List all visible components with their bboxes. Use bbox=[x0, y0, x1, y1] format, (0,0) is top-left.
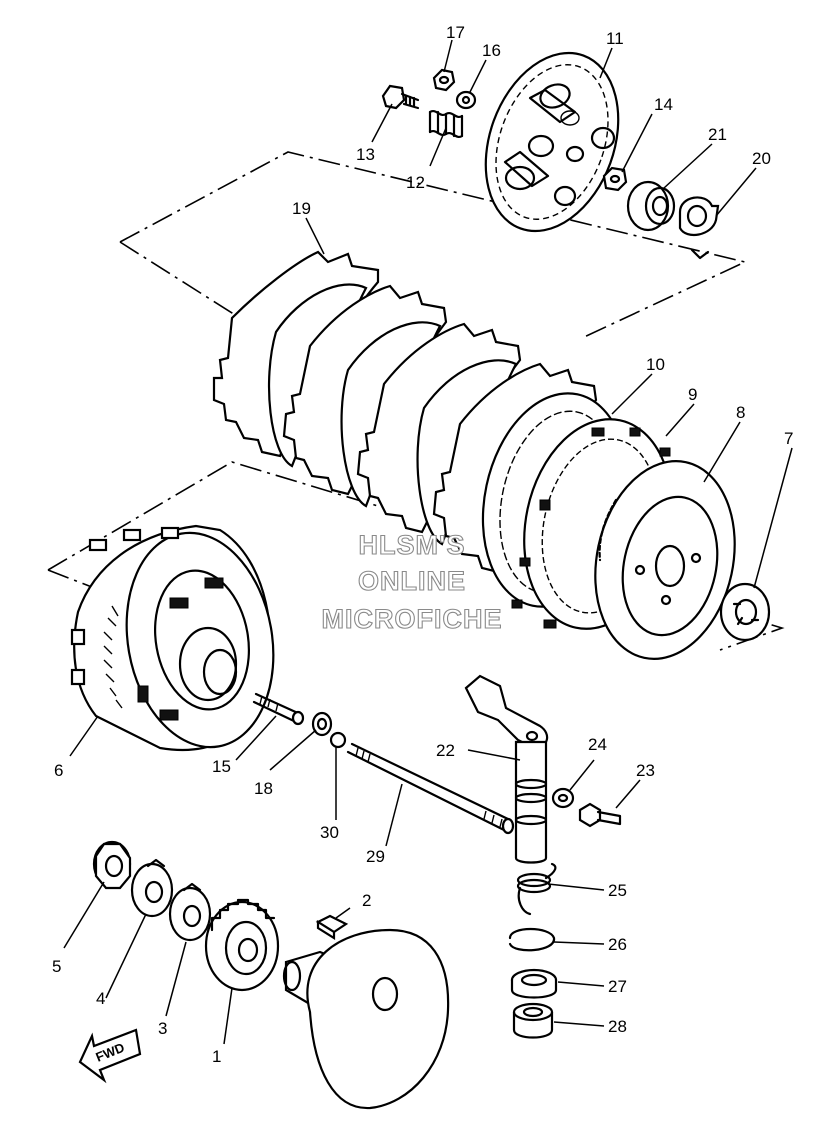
callout-4: 4 bbox=[96, 989, 105, 1008]
pressure-plate bbox=[484, 51, 620, 233]
callout-3: 3 bbox=[158, 1019, 167, 1038]
callout-25: 25 bbox=[608, 881, 627, 900]
oil-seal-27 bbox=[510, 968, 558, 999]
bolt-13 bbox=[381, 84, 420, 110]
callout-29: 29 bbox=[366, 847, 385, 866]
oil-seal-18 bbox=[311, 711, 333, 737]
push-lever-shaft-22 bbox=[464, 674, 549, 864]
watermark-line-1: HLSM'S bbox=[359, 530, 466, 560]
lock-washer-7 bbox=[719, 582, 771, 642]
washer-24 bbox=[551, 787, 575, 809]
callout-5: 5 bbox=[52, 957, 61, 976]
callout-18: 18 bbox=[254, 779, 273, 798]
watermark-line-2: ONLINE bbox=[358, 566, 466, 596]
nut-14 bbox=[602, 166, 628, 192]
callout-6: 6 bbox=[54, 761, 63, 780]
callout-11: 11 bbox=[606, 29, 624, 48]
callout-21: 21 bbox=[708, 125, 727, 144]
callout-7: 7 bbox=[784, 429, 793, 448]
callout-14: 14 bbox=[654, 95, 673, 114]
watermark: HLSM'S ONLINE MICROFICHE bbox=[321, 529, 503, 634]
callout-28: 28 bbox=[608, 1017, 627, 1036]
lock-washer-20 bbox=[678, 196, 720, 260]
crankshaft bbox=[282, 928, 450, 1110]
callout-22: 22 bbox=[436, 741, 455, 760]
callout-9: 9 bbox=[688, 385, 697, 404]
watermark-line-3: MICROFICHE bbox=[322, 604, 503, 634]
bearing-28 bbox=[512, 1002, 554, 1039]
callout-16: 16 bbox=[482, 41, 501, 60]
clutch-boss-8 bbox=[594, 460, 736, 660]
thrust-washer-3 bbox=[168, 882, 212, 942]
callout-2: 2 bbox=[362, 891, 371, 910]
key-2 bbox=[315, 914, 349, 940]
callout-8: 8 bbox=[736, 403, 745, 422]
lock-washer-4 bbox=[130, 858, 174, 918]
callout-30: 30 bbox=[320, 823, 339, 842]
spring-12 bbox=[428, 110, 464, 138]
primary-drive-gear-1 bbox=[204, 898, 280, 992]
circlip-26 bbox=[508, 928, 556, 952]
callout-10: 10 bbox=[646, 355, 665, 374]
callout-20: 20 bbox=[752, 149, 771, 168]
callout-15: 15 bbox=[212, 757, 231, 776]
nut-5 bbox=[92, 840, 132, 890]
callout-12: 12 bbox=[406, 173, 425, 192]
callout-1: 1 bbox=[212, 1047, 221, 1066]
push-rod-29 bbox=[346, 742, 515, 835]
callout-26: 26 bbox=[608, 935, 627, 954]
callout-labels: 1 2 3 4 5 6 7 8 9 10 11 12 13 14 15 16 1… bbox=[52, 23, 793, 1066]
bearing-21 bbox=[626, 180, 676, 232]
callout-19: 19 bbox=[292, 199, 311, 218]
clutch-housing-6 bbox=[70, 524, 275, 752]
return-spring-25 bbox=[516, 862, 557, 916]
push-rod-15 bbox=[252, 692, 305, 726]
ball-30 bbox=[329, 731, 347, 749]
callout-13: 13 bbox=[356, 145, 375, 164]
callout-27: 27 bbox=[608, 977, 627, 996]
callout-24: 24 bbox=[588, 735, 607, 754]
nut-17 bbox=[432, 68, 456, 92]
callout-23: 23 bbox=[636, 761, 655, 780]
leader-lines bbox=[63, 39, 793, 1045]
callout-17: 17 bbox=[446, 23, 465, 42]
washer-16 bbox=[455, 90, 477, 110]
fwd-arrow: FWD bbox=[78, 1028, 142, 1084]
bolt-23 bbox=[578, 802, 622, 828]
